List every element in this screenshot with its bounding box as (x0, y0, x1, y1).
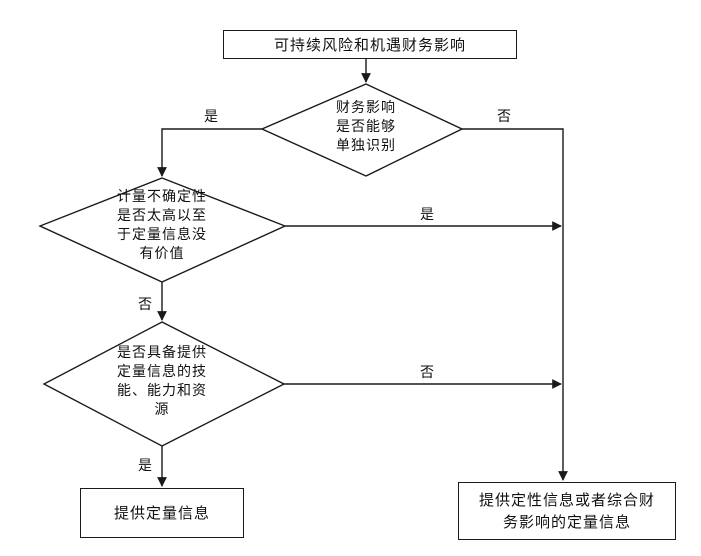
decision-1-yes-label: 是 (204, 109, 218, 125)
decision-1-no-label: 否 (497, 109, 511, 125)
decision-2-line-4: 有价值 (139, 246, 185, 262)
decision-2-line-2: 是否太高以至 (117, 208, 207, 224)
decision-3-line-2: 定量信息的技 (117, 364, 207, 380)
end-box-qualitative: 提供定性信息或者综合财 务影响的定量信息 (458, 482, 676, 540)
connector-decision-1-yes (157, 128, 262, 177)
decision-3-line-3: 能、能力和资 (117, 383, 207, 399)
decision-1-line-1: 财务影响 (336, 100, 396, 116)
decision-3-yes-label: 是 (138, 458, 152, 474)
decision-2-no-label: 否 (138, 297, 152, 313)
start-box-text: 可持续风险和机遇财务影响 (273, 35, 466, 54)
decision-1-line-2: 是否能够 (336, 119, 396, 135)
decision-2-text: 计量不确定性 是否太高以至 于定量信息没 有价值 (92, 188, 232, 264)
end-box-qualitative-line-2: 务影响的定量信息 (502, 513, 631, 531)
start-box: 可持续风险和机遇财务影响 (223, 30, 517, 59)
decision-2-yes-label: 是 (420, 207, 434, 223)
decision-1-line-3: 单独识别 (336, 138, 396, 154)
decision-3-line-4: 源 (154, 402, 170, 418)
connector-decision-1-no (462, 128, 568, 481)
decision-2-line-3: 于定量信息没 (117, 227, 207, 243)
end-box-quantitative: 提供定量信息 (80, 488, 244, 538)
decision-2-line-1: 计量不确定性 (117, 189, 207, 205)
decision-3-no-label: 否 (420, 365, 434, 381)
end-box-qualitative-line-1: 提供定性信息或者综合财 (478, 491, 655, 509)
decision-1-diamond (260, 83, 464, 177)
decision-1-text: 财务影响 是否能够 单独识别 (296, 99, 436, 156)
end-box-quantitative-text: 提供定量信息 (113, 504, 210, 522)
decision-3-text: 是否具备提供 定量信息的技 能、能力和资 源 (92, 344, 232, 420)
decision-3-line-1: 是否具备提供 (117, 345, 207, 361)
